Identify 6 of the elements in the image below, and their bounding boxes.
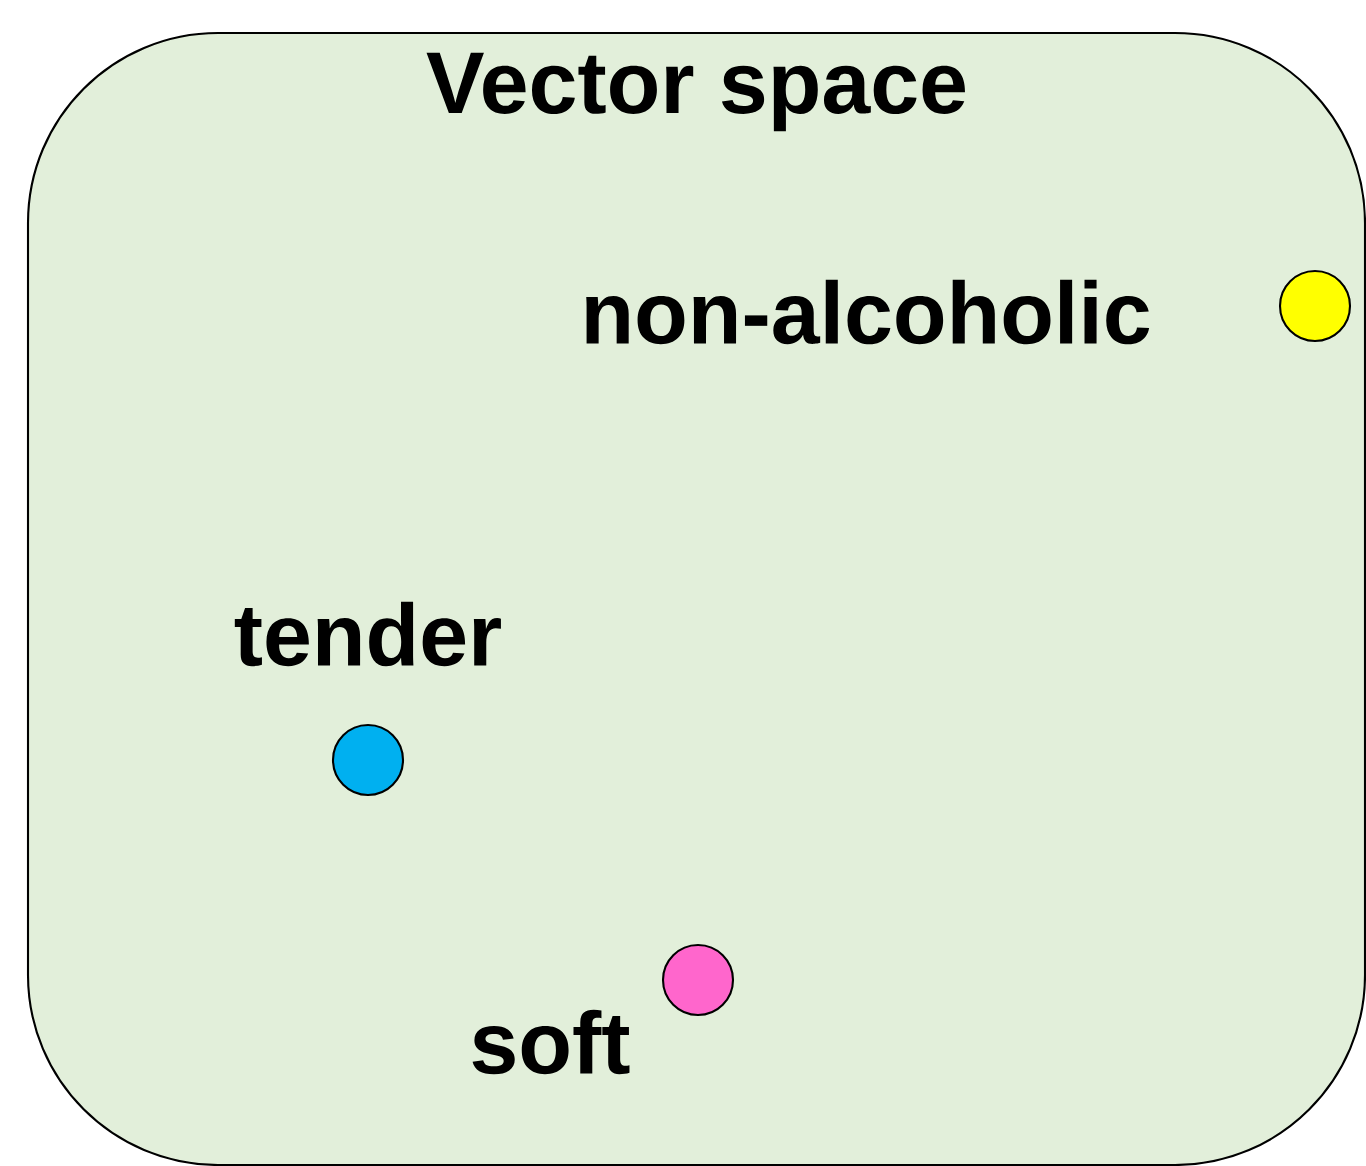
word-label: tender: [234, 601, 501, 667]
word-label: non-alcoholic: [586, 279, 1150, 345]
point-dot: [661, 943, 735, 1017]
word-label: soft: [472, 1009, 630, 1075]
point-dot: [1278, 269, 1352, 343]
point-dot: [331, 723, 405, 797]
